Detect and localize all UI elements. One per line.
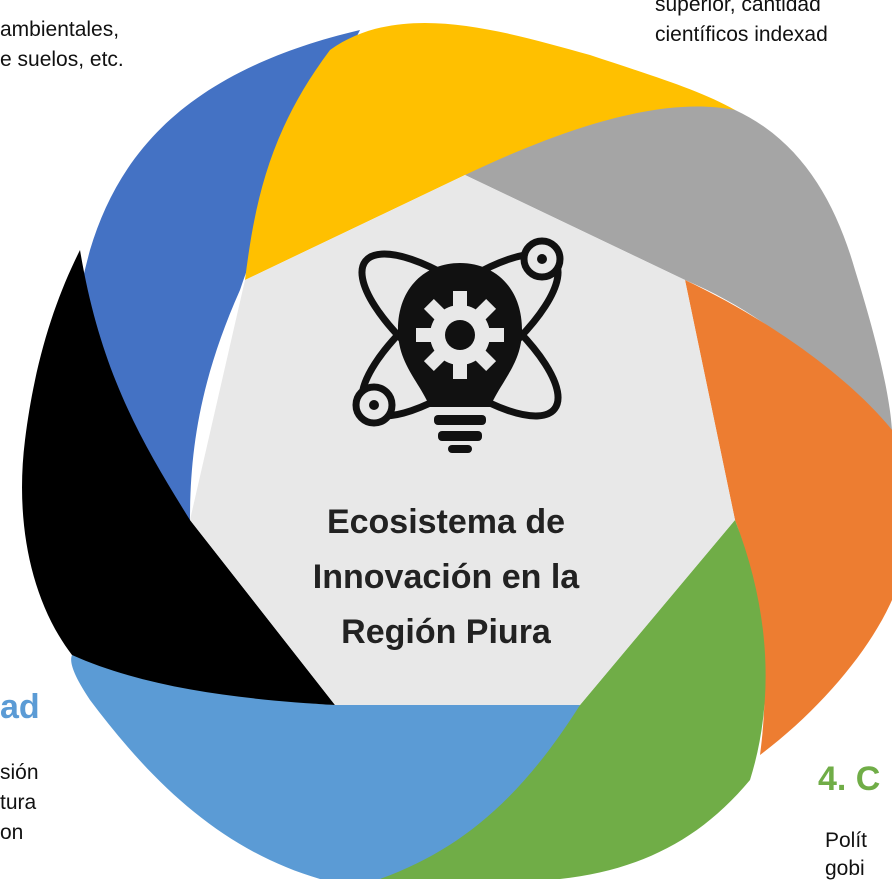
segment-black bbox=[22, 250, 336, 705]
right-text-2: gobi bbox=[825, 857, 865, 880]
segment-green bbox=[380, 520, 766, 879]
center-title-line-2: Innovación en la bbox=[312, 558, 580, 596]
top-left-text-1: ambientales, bbox=[0, 18, 120, 41]
left-text-2: tura bbox=[0, 791, 37, 814]
center-title-line-3: Región Piura bbox=[341, 613, 551, 651]
segment-yellow bbox=[245, 22, 735, 281]
atom-lightbulb-gear-icon bbox=[352, 237, 564, 453]
left-text-1: sión bbox=[0, 761, 39, 784]
segment-orange bbox=[685, 280, 892, 755]
segment-light-blue bbox=[71, 655, 581, 879]
center-title: Ecosistema de Innovación en la Región Pi… bbox=[276, 495, 616, 660]
top-right-text-2: científicos indexad bbox=[655, 23, 828, 46]
top-right-text-1: superior, cantidad bbox=[655, 0, 821, 16]
left-heading: ad bbox=[0, 688, 40, 726]
segment-gray bbox=[465, 106, 892, 451]
right-heading: 4. C bbox=[818, 760, 881, 798]
center-title-line-1: Ecosistema de bbox=[326, 503, 566, 541]
left-text-3: on bbox=[0, 821, 24, 844]
top-left-text-2: e suelos, etc. bbox=[0, 48, 124, 71]
right-text-1: Polít bbox=[825, 829, 868, 852]
